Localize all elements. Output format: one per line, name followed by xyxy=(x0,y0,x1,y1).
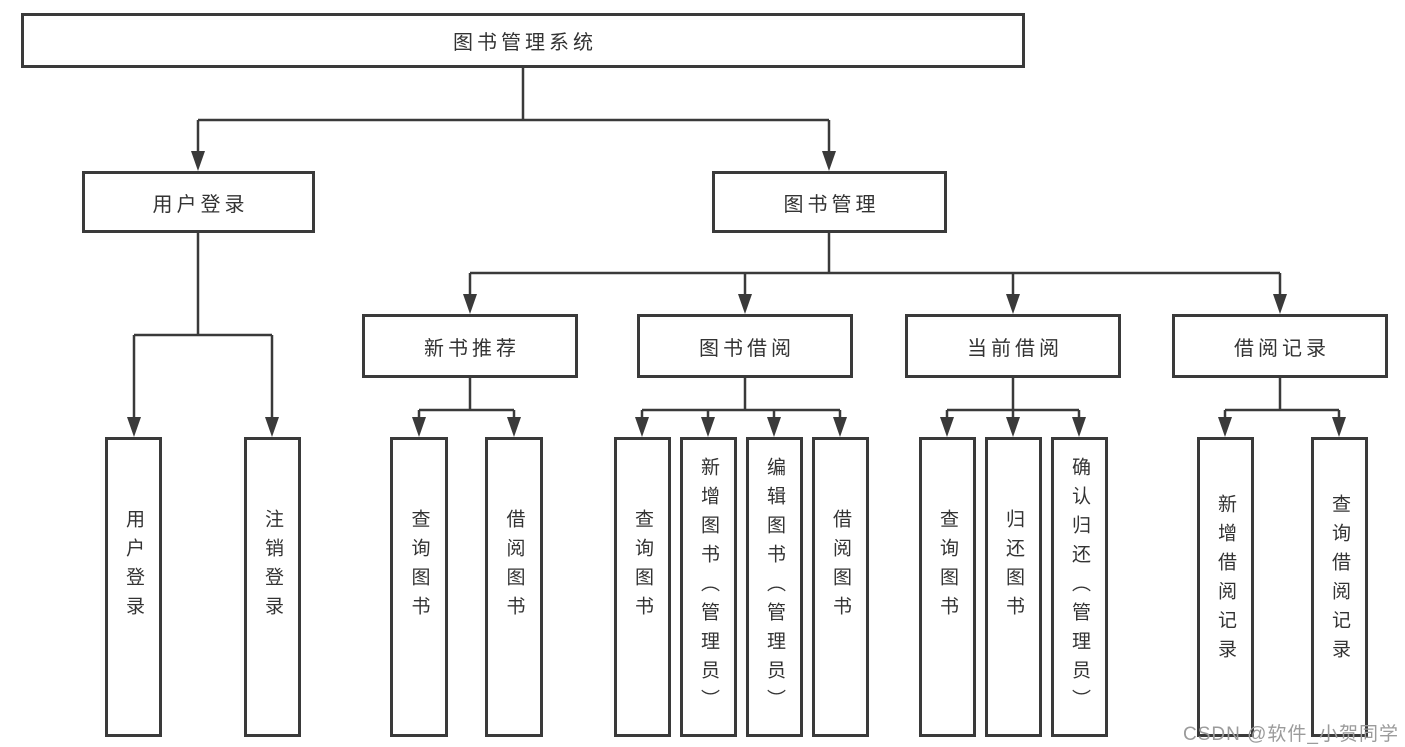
leaf-add-books-admin: 新增图书（管理员） xyxy=(680,437,737,737)
node-label: 借阅图书 xyxy=(503,509,525,625)
node-label: 用户登录 xyxy=(123,509,144,625)
node-book-management: 图书管理 xyxy=(712,171,947,233)
node-label: 图书管理 xyxy=(783,193,880,216)
node-label: 编辑图书（管理员） xyxy=(764,456,785,718)
leaf-edit-books-admin: 编辑图书（管理员） xyxy=(746,437,803,737)
node-new-book-recommend: 新书推荐 xyxy=(362,314,578,378)
leaf-query-borrow-record: 查询借阅记录 xyxy=(1311,437,1368,737)
node-label: 借阅记录 xyxy=(1234,337,1330,360)
leaf-query-books-borrowing: 查询图书 xyxy=(614,437,671,737)
node-label: 注销登录 xyxy=(262,509,283,625)
node-label: 查询图书 xyxy=(408,509,430,625)
node-label: 确认归还（管理员） xyxy=(1069,456,1090,718)
node-label: 归还图书 xyxy=(1003,509,1024,625)
leaf-confirm-return-admin: 确认归还（管理员） xyxy=(1051,437,1108,737)
node-book-borrowing: 图书借阅 xyxy=(637,314,853,378)
node-label: 当前借阅 xyxy=(967,337,1063,360)
node-label: 图书借阅 xyxy=(699,337,795,360)
leaf-logout: 注销登录 xyxy=(244,437,301,737)
leaf-query-books-current: 查询图书 xyxy=(919,437,976,737)
leaf-query-books-recommend: 查询图书 xyxy=(390,437,448,737)
node-label: 用户登录 xyxy=(152,193,249,216)
node-label: 新书推荐 xyxy=(424,337,520,360)
leaf-return-books: 归还图书 xyxy=(985,437,1042,737)
node-label: 新增图书（管理员） xyxy=(698,456,719,718)
node-label: 查询图书 xyxy=(937,509,958,625)
node-label: 查询图书 xyxy=(632,509,653,625)
node-current-borrowing: 当前借阅 xyxy=(905,314,1121,378)
watermark: CSDN @软件_小贺同学 xyxy=(1183,724,1399,745)
node-label: 查询借阅记录 xyxy=(1329,494,1350,668)
node-label: 新增借阅记录 xyxy=(1215,494,1236,668)
node-borrowing-records: 借阅记录 xyxy=(1172,314,1388,378)
node-label: 借阅图书 xyxy=(830,509,851,625)
node-user-login: 用户登录 xyxy=(82,171,315,233)
node-label: 图书管理系统 xyxy=(453,32,597,54)
leaf-add-borrow-record: 新增借阅记录 xyxy=(1197,437,1254,737)
leaf-borrow-books-borrowing: 借阅图书 xyxy=(812,437,869,737)
leaf-user-login: 用户登录 xyxy=(105,437,162,737)
node-library-management-system: 图书管理系统 xyxy=(21,13,1025,68)
leaf-borrow-books-recommend: 借阅图书 xyxy=(485,437,543,737)
